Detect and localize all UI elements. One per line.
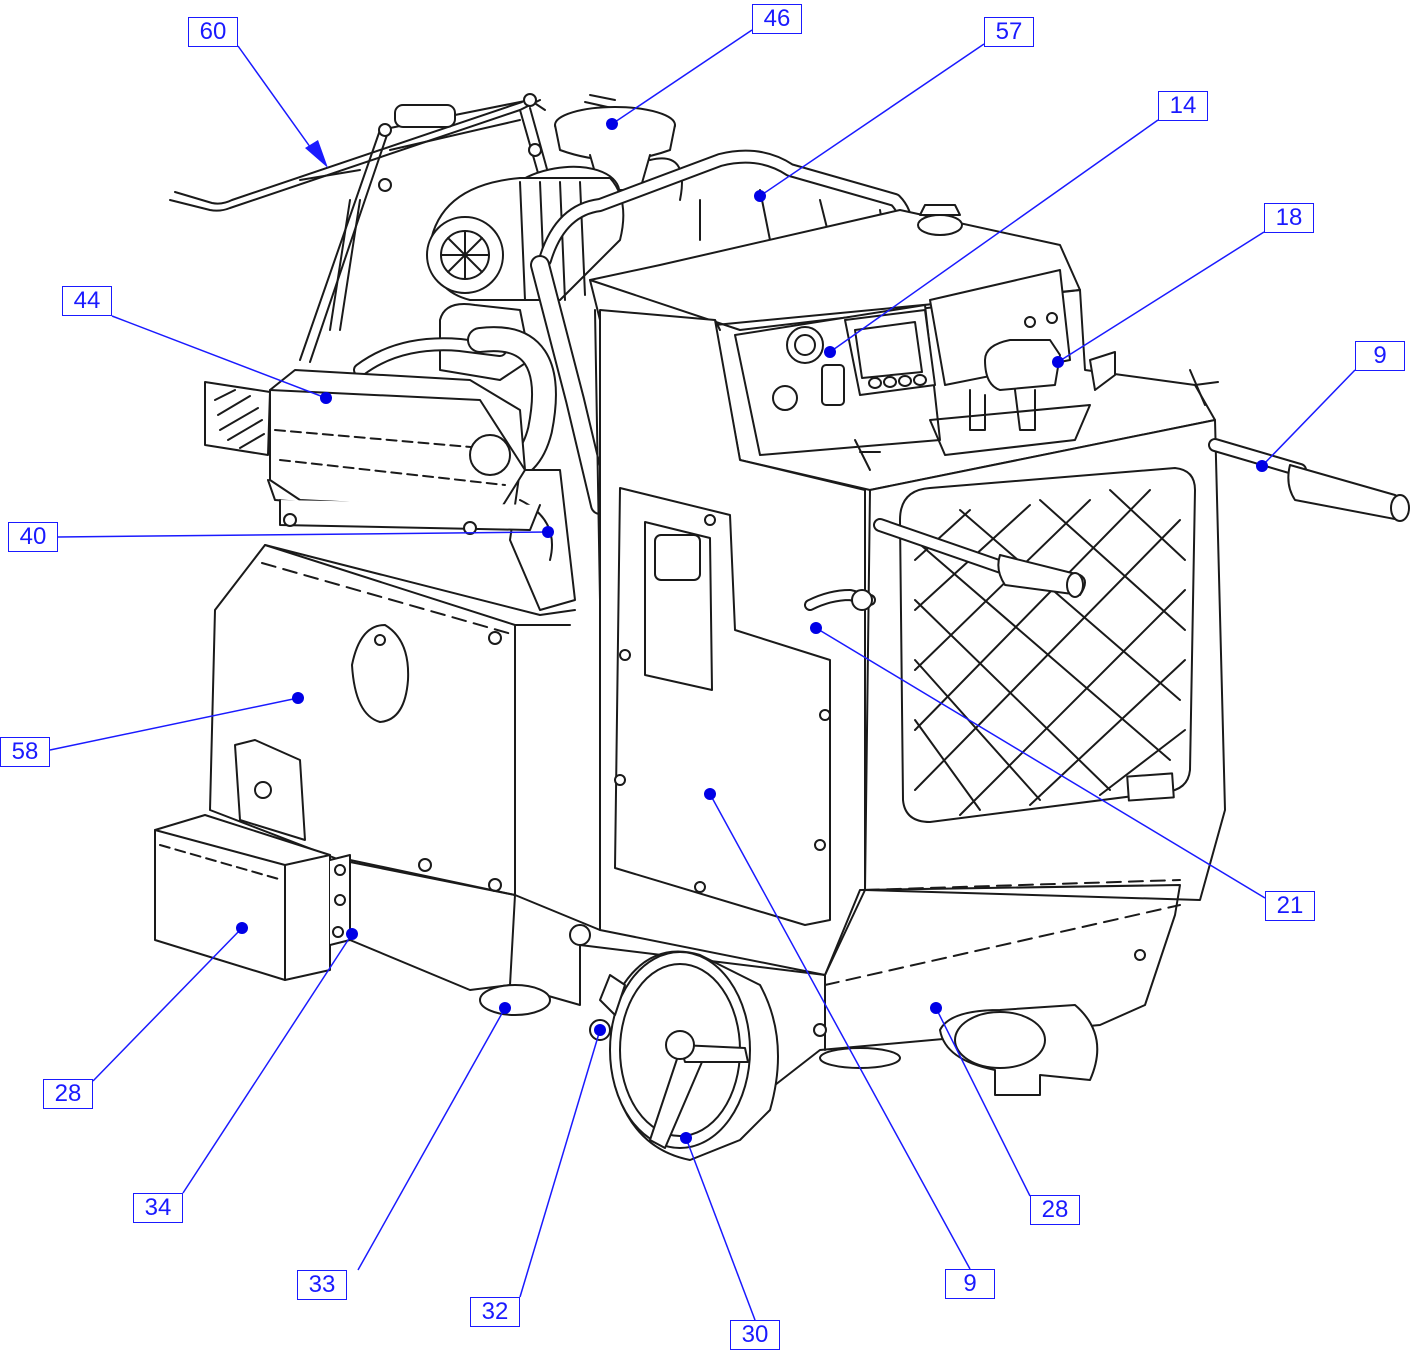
- center-panel: [599, 309, 876, 976]
- callout-28-left: 28: [43, 1079, 93, 1109]
- dot-18: [1052, 356, 1064, 368]
- dot-9-panel: [704, 788, 716, 800]
- callout-57: 57: [984, 17, 1034, 47]
- muffler: [204, 369, 541, 535]
- air-filter: [426, 165, 625, 301]
- dot-28-left: [236, 922, 248, 934]
- handle-frame: [169, 93, 616, 363]
- dot-21: [810, 622, 822, 634]
- callout-9-panel: 9: [945, 1269, 995, 1299]
- right-handles: [854, 369, 1410, 598]
- callout-28-right: 28: [1030, 1195, 1080, 1225]
- callout-14: 14: [1158, 91, 1208, 121]
- dot-44: [320, 392, 332, 404]
- callout-60: 60: [188, 17, 238, 47]
- front-weight: [154, 814, 351, 981]
- callout-34: 34: [133, 1193, 183, 1223]
- callout-30: 30: [730, 1320, 780, 1350]
- callout-18: 18: [1264, 203, 1314, 233]
- callout-21: 21: [1265, 891, 1315, 921]
- dot-34: [346, 928, 358, 940]
- callout-33: 33: [297, 1270, 347, 1300]
- callout-44: 44: [62, 286, 112, 316]
- dot-30: [680, 1132, 692, 1144]
- callout-40: 40: [8, 522, 58, 552]
- dot-40: [542, 526, 554, 538]
- dot-28-right: [930, 1002, 942, 1014]
- callout-9-handle: 9: [1355, 341, 1405, 371]
- dot-9-handle: [1256, 460, 1268, 472]
- dot-57: [754, 190, 766, 202]
- callout-46: 46: [752, 4, 802, 34]
- fuel-filter: [929, 339, 1116, 456]
- dot-58: [292, 692, 304, 704]
- front-wheel: [589, 950, 779, 1161]
- rear-wheels: [479, 984, 1099, 1096]
- callout-58: 58: [0, 737, 50, 767]
- dot-33: [499, 1002, 511, 1014]
- arrow-head-60: [305, 140, 328, 168]
- dot-46: [606, 118, 618, 130]
- callout-32: 32: [470, 1297, 520, 1327]
- dot-32: [594, 1024, 606, 1036]
- blade-guard: [209, 544, 576, 896]
- dot-14: [824, 346, 836, 358]
